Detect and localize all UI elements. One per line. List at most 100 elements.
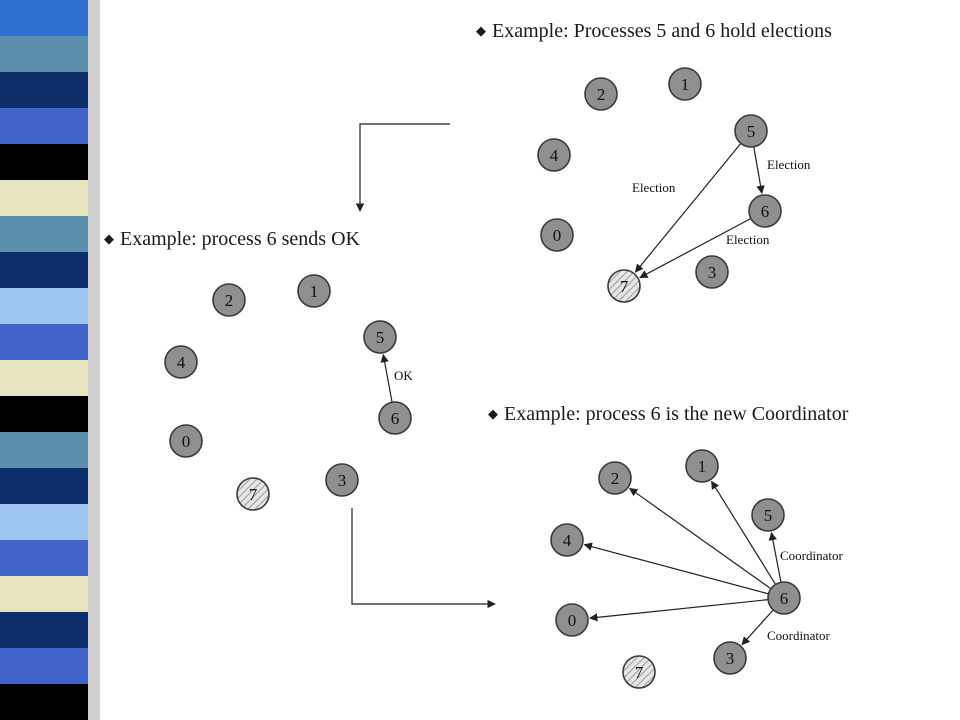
stripe-band xyxy=(0,504,88,541)
title-top-text: Example: Processes 5 and 6 hold election… xyxy=(492,20,832,42)
stripe-band xyxy=(0,432,88,469)
edge-label-6-to-3: Coordinator xyxy=(767,628,830,643)
process-node-5 xyxy=(751,498,785,532)
title-left: ◆ Example: process 6 sends OK xyxy=(104,228,360,251)
process-node-2 xyxy=(584,77,618,111)
decorative-side-stripe xyxy=(0,0,100,720)
process-label-5: 5 xyxy=(376,328,385,347)
bullet-icon: ◆ xyxy=(476,23,486,38)
edge-label-5-to-7: Election xyxy=(632,180,676,195)
edge-6-to-3 xyxy=(741,609,774,646)
edge-6-to-1 xyxy=(710,480,777,585)
process-label-1: 1 xyxy=(698,457,707,476)
process-label-2: 2 xyxy=(225,291,234,310)
process-node-6 xyxy=(378,401,412,435)
stripe-shadow xyxy=(88,0,100,720)
stripe-band xyxy=(0,0,88,37)
edge-6-to-5 xyxy=(768,531,782,583)
process-node-1 xyxy=(297,274,331,308)
process-node-2 xyxy=(212,283,246,317)
crashed-process-node xyxy=(607,269,641,303)
title-top: ◆ Example: Processes 5 and 6 hold electio… xyxy=(476,20,832,43)
process-node-3 xyxy=(713,641,747,675)
process-node-2 xyxy=(598,461,632,495)
stripe-band xyxy=(0,324,88,361)
stripe-band xyxy=(0,468,88,505)
stripe-band xyxy=(0,576,88,613)
edge-label-6-to-7: Election xyxy=(726,232,770,247)
process-node-1 xyxy=(685,449,719,483)
process-node-6 xyxy=(748,194,782,228)
process-label-7: 7 xyxy=(620,277,629,296)
edge-label-6-to-5: Coordinator xyxy=(780,548,843,563)
stripe-band xyxy=(0,252,88,289)
process-label-2: 2 xyxy=(597,85,606,104)
process-label-6: 6 xyxy=(391,409,400,428)
process-node-0 xyxy=(540,218,574,252)
edge-6-to-4 xyxy=(583,542,769,595)
process-label-3: 3 xyxy=(338,471,347,490)
connector-left-to-bottom xyxy=(351,508,496,609)
edge-label-6-to-5: OK xyxy=(394,368,413,383)
diagram-left: OK 2 1 4 5 6 0 3 7 xyxy=(164,274,413,511)
edge-5-to-7 xyxy=(634,142,742,273)
process-label-7: 7 xyxy=(635,663,644,682)
stripe-band xyxy=(0,36,88,73)
process-label-4: 4 xyxy=(177,353,186,372)
connector-top-to-left xyxy=(355,123,450,212)
process-label-5: 5 xyxy=(747,122,756,141)
process-node-4 xyxy=(164,345,198,379)
stripe-band xyxy=(0,216,88,253)
process-node-1 xyxy=(668,67,702,101)
process-label-6: 6 xyxy=(780,589,789,608)
process-label-0: 0 xyxy=(553,226,562,245)
title-bottom-text: Example: process 6 is the new Coordinato… xyxy=(504,403,849,425)
stripe-band xyxy=(0,648,88,685)
edge-6-to-2 xyxy=(628,487,772,590)
edge-6-to-7 xyxy=(639,217,752,279)
edge-label-5-to-6: Election xyxy=(767,157,811,172)
stripe-band xyxy=(0,180,88,217)
stripe-band xyxy=(0,612,88,649)
process-node-4 xyxy=(550,523,584,557)
crashed-process-node xyxy=(236,477,270,511)
edge-6-to-5 xyxy=(380,353,393,403)
process-label-4: 4 xyxy=(550,146,559,165)
stripe-band xyxy=(0,288,88,325)
process-node-0 xyxy=(169,424,203,458)
process-node-3 xyxy=(695,255,729,289)
title-bottom: ◆ Example: process 6 is the new Coordinat… xyxy=(488,403,848,426)
crashed-process-node xyxy=(622,655,656,689)
process-label-5: 5 xyxy=(764,506,773,525)
process-label-4: 4 xyxy=(563,531,572,550)
process-label-6: 6 xyxy=(761,202,770,221)
edge-5-to-6 xyxy=(753,146,765,195)
process-label-3: 3 xyxy=(708,263,717,282)
process-node-3 xyxy=(325,463,359,497)
process-label-2: 2 xyxy=(611,469,620,488)
edge-6-to-0 xyxy=(589,599,769,622)
flow-connectors xyxy=(351,123,496,609)
process-label-0: 0 xyxy=(568,611,577,630)
process-node-5 xyxy=(734,114,768,148)
stripe-band xyxy=(0,144,88,181)
process-label-1: 1 xyxy=(310,282,319,301)
process-node-0 xyxy=(555,603,589,637)
bullet-icon: ◆ xyxy=(104,231,114,246)
title-left-text: Example: process 6 sends OK xyxy=(120,228,360,250)
stripe-band xyxy=(0,360,88,397)
process-label-3: 3 xyxy=(726,649,735,668)
bullet-icon: ◆ xyxy=(488,406,498,421)
process-node-6 xyxy=(767,581,801,615)
process-node-5 xyxy=(363,320,397,354)
process-label-0: 0 xyxy=(182,432,191,451)
process-label-1: 1 xyxy=(681,75,690,94)
stripe-band xyxy=(0,396,88,433)
stripe-band xyxy=(0,72,88,109)
stripe-band xyxy=(0,108,88,145)
process-label-7: 7 xyxy=(249,485,258,504)
process-node-4 xyxy=(537,138,571,172)
